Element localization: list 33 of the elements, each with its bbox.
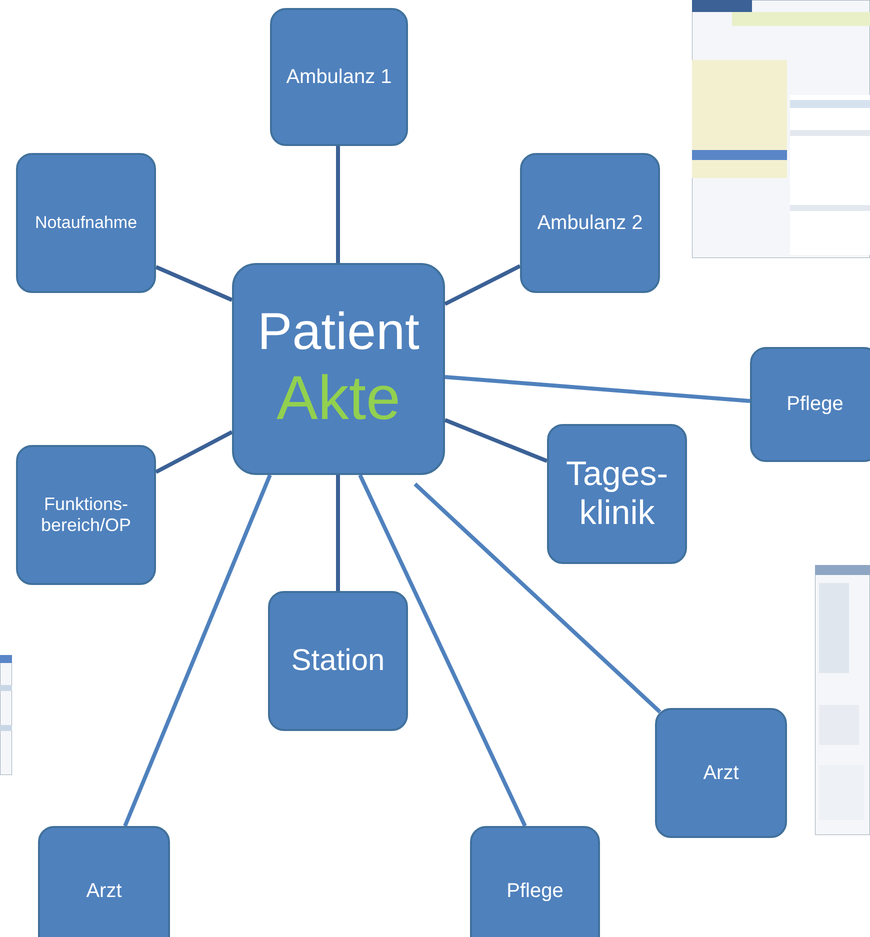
node-label: Tages- klinik — [564, 454, 670, 534]
node-label: Notaufnahme — [34, 213, 138, 233]
node-label: Pflege — [506, 880, 564, 902]
node-label: Ambulanz 2 — [537, 212, 643, 234]
department-box — [547, 424, 687, 564]
department-box — [470, 826, 600, 937]
node-label: Funktions- bereich/OP — [40, 494, 132, 536]
node-label: Arzt — [86, 880, 122, 902]
department-box — [270, 8, 408, 146]
connector-line — [123, 474, 272, 827]
node-label: Station — [291, 644, 385, 678]
department-box — [750, 347, 870, 462]
department-box — [16, 153, 156, 293]
connector-line — [358, 474, 527, 827]
connector-line — [444, 264, 521, 306]
node-label: Pflege — [786, 393, 844, 416]
connector-line — [336, 146, 340, 263]
department-box — [268, 591, 408, 731]
department-box — [655, 708, 787, 838]
node-label: Arzt — [703, 762, 739, 784]
connector-line — [155, 265, 233, 302]
connector-line — [414, 482, 662, 714]
department-box — [38, 826, 170, 937]
department-box — [520, 153, 660, 293]
node-label: Patient — [258, 303, 420, 364]
central-box — [232, 263, 445, 475]
connector-line — [155, 430, 233, 474]
department-box — [16, 445, 156, 585]
node-label: Akte — [276, 363, 401, 435]
connector-line — [444, 418, 548, 463]
connector-line — [336, 475, 340, 591]
node-label: Ambulanz 1 — [286, 66, 392, 88]
connector-line — [444, 375, 750, 403]
